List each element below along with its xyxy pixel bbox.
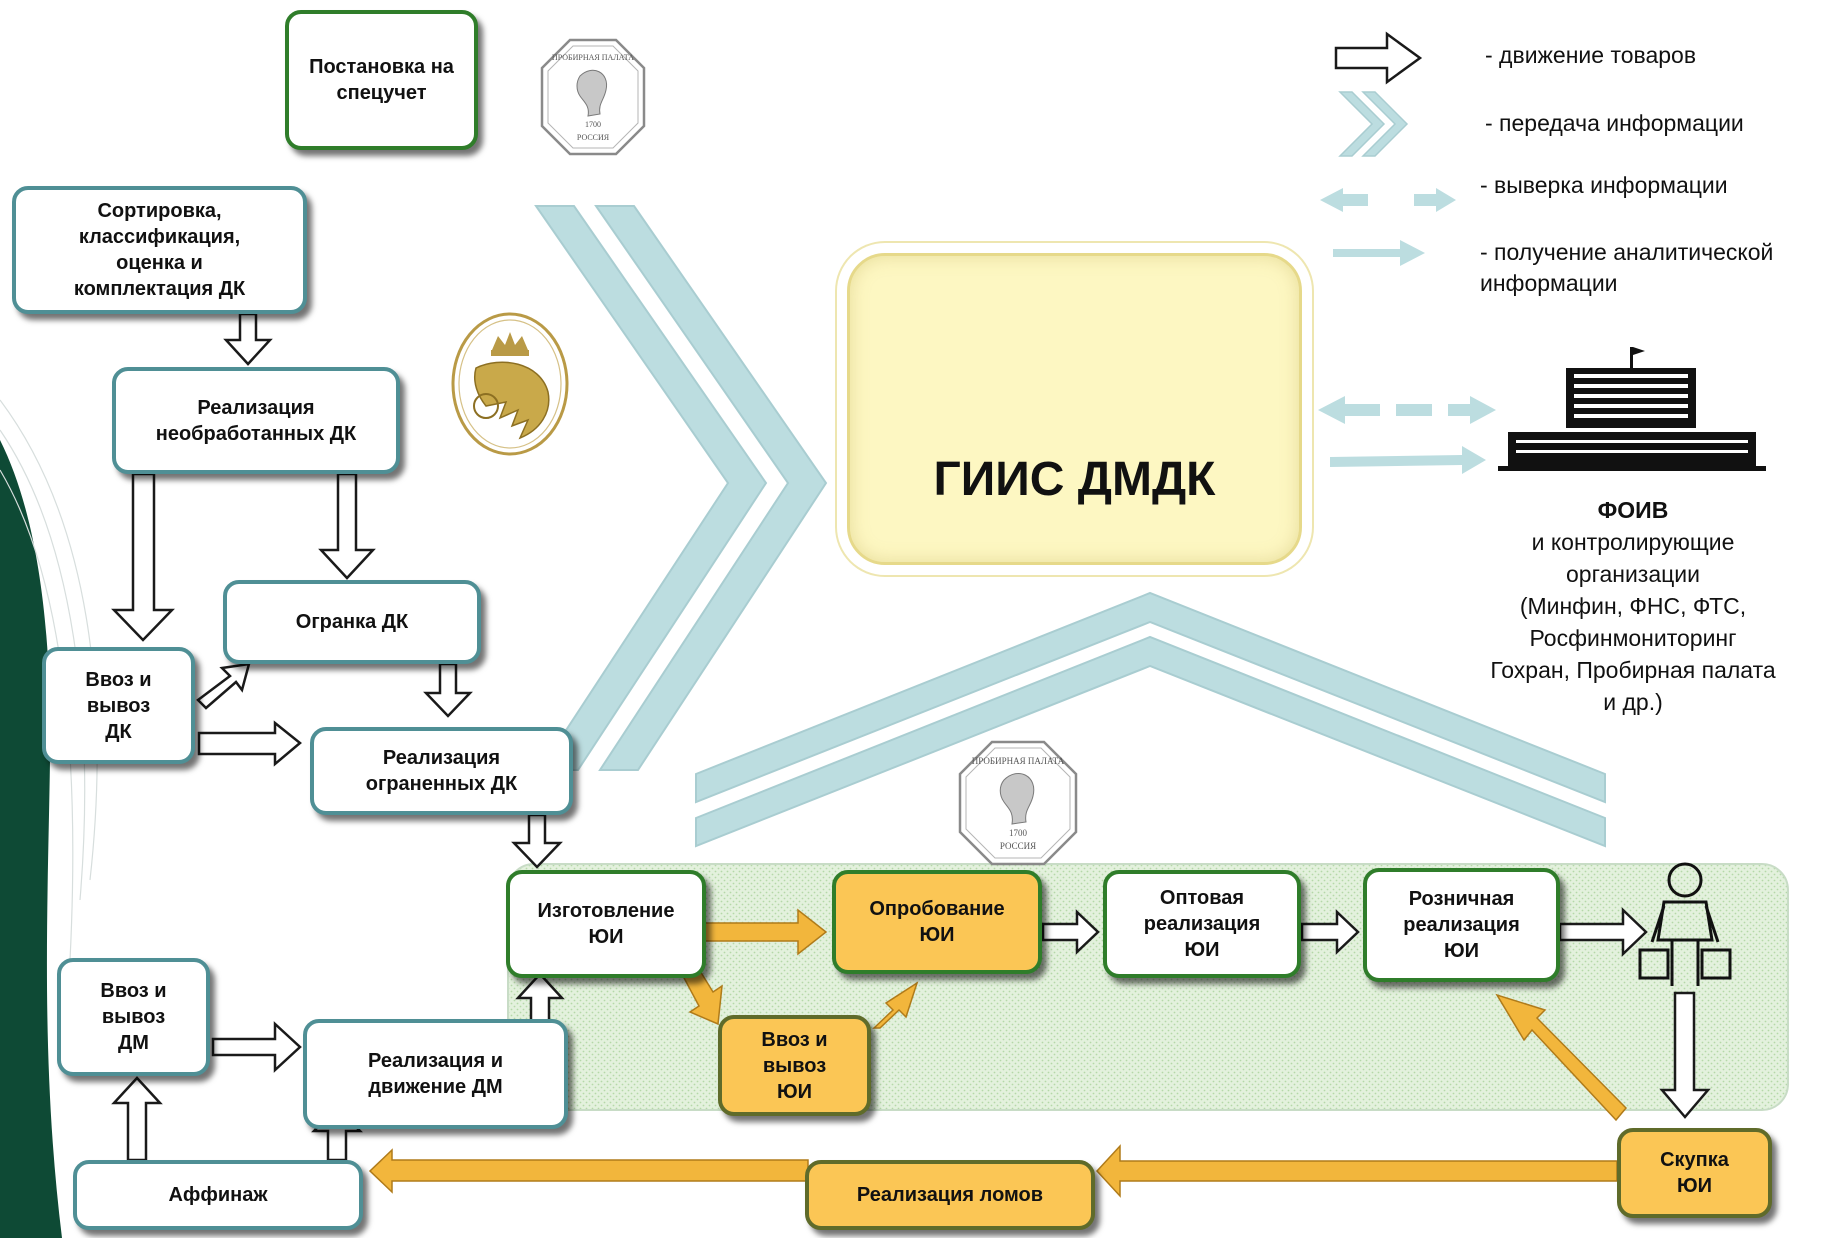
arrow-buyback-to-retail bbox=[1495, 993, 1628, 1122]
foiv-title: ФОИВ bbox=[1597, 497, 1669, 523]
arrow-sale-to-import bbox=[111, 472, 175, 642]
giis-dmdk-title: ГИИС ДМДК bbox=[933, 453, 1216, 506]
foiv-description: ФОИВ и контролирующие организации (Минфи… bbox=[1448, 494, 1818, 718]
legend-goods-text: - движение товаров bbox=[1485, 42, 1697, 68]
gokhran-emblem-icon bbox=[451, 312, 569, 456]
legend-info-chevron-icon bbox=[1338, 91, 1409, 157]
arrow-buyback-to-scrap bbox=[1095, 1144, 1618, 1198]
arrow-salecut-to-manuf bbox=[511, 813, 563, 869]
box-refining: Аффинаж bbox=[73, 1160, 363, 1230]
stamp-top-text: ПРОБИРНАЯ ПАЛАТА bbox=[552, 53, 634, 62]
legend-reconciliation-arrow bbox=[1320, 188, 1456, 212]
stamp-top-text: ПРОБИРНАЯ ПАЛАТА bbox=[972, 756, 1065, 766]
arrow-refining-to-importdm bbox=[111, 1076, 163, 1162]
arrow-sale-to-cutting bbox=[318, 472, 376, 580]
arrow-retail-to-shopper bbox=[1558, 907, 1648, 957]
arrow-assay-to-wholesale bbox=[1041, 909, 1100, 955]
stamp-bottom-text: РОССИЯ bbox=[577, 133, 610, 142]
legend-analytics-arrow bbox=[1333, 240, 1425, 266]
legend bbox=[1320, 31, 1456, 266]
legend-reconciliation-text: - выверка информации bbox=[1480, 172, 1728, 198]
arrow-cutting-to-salecut bbox=[423, 662, 473, 718]
legend-info-transfer-text: - передача информации bbox=[1485, 110, 1744, 136]
government-building-icon bbox=[1498, 347, 1766, 471]
orange-arrows bbox=[368, 908, 1628, 1198]
arrow-import-to-salecut bbox=[197, 720, 302, 767]
arrow-wholesale-to-retail bbox=[1300, 909, 1360, 955]
assay-chamber-stamp-icon: ПРОБИРНАЯ ПАЛАТА 1700 РОССИЯ bbox=[958, 740, 1078, 866]
arrow-import-to-cutting bbox=[196, 662, 251, 710]
legend-goods-arrow bbox=[1334, 31, 1423, 85]
arrow-sorting-to-sale bbox=[223, 312, 273, 366]
assay-chamber-stamp-icon: ПРОБИРНАЯ ПАЛАТА 1700 РОССИЯ bbox=[540, 38, 646, 156]
arrow-manuf-to-assay bbox=[704, 908, 828, 956]
giis-dmdk-box bbox=[847, 253, 1302, 565]
box-scrap-sale: Реализация ломов bbox=[805, 1160, 1095, 1230]
arrow-importui-to-assay bbox=[872, 981, 919, 1029]
left-decoration bbox=[0, 399, 98, 1238]
stamp-bottom-text: РОССИЯ bbox=[1000, 841, 1036, 851]
shopper-icon bbox=[1638, 862, 1732, 986]
arrow-shopper-to-buyback bbox=[1659, 991, 1711, 1119]
stamp-year-text: 1700 bbox=[585, 120, 601, 129]
arrow-importdm-to-saledm bbox=[211, 1021, 302, 1073]
foiv-arrows bbox=[1318, 396, 1496, 474]
info-chevrons bbox=[534, 205, 1606, 848]
arrow-scrap-to-refining bbox=[368, 1148, 809, 1194]
legend-analytics-text: - получение аналитической информации bbox=[1480, 239, 1774, 296]
box-cutting: Огранка ДК bbox=[223, 580, 481, 664]
stamp-year-text: 1700 bbox=[1009, 828, 1028, 838]
